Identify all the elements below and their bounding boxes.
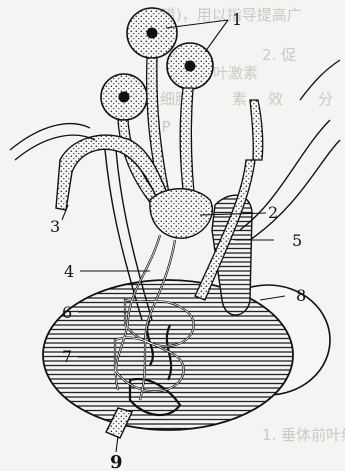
ghost-line-2: 2. 促 xyxy=(262,46,296,64)
callout-8: 8 xyxy=(296,286,306,305)
ghost-line-7: 效 xyxy=(268,90,283,108)
ghost-line-6: 素 xyxy=(232,90,247,108)
callout-6: 6 xyxy=(62,303,72,322)
outline-curve xyxy=(250,140,340,240)
median-eminence xyxy=(150,189,213,238)
nucleus xyxy=(185,61,196,72)
callout-9: 9 xyxy=(110,452,123,471)
ghost-line-1: (猎)，用以指导提高广 xyxy=(155,6,302,24)
nucleus xyxy=(119,92,130,103)
callout-2: 2 xyxy=(268,203,278,222)
ghost-line-8: 分 xyxy=(318,90,333,108)
callout-7: 7 xyxy=(62,347,72,366)
nucleus xyxy=(147,28,158,39)
callout-5: 5 xyxy=(292,231,302,250)
callout-4: 4 xyxy=(64,262,74,281)
ghost-line-13: 1. 垂体前叶细胞的形态 xyxy=(262,426,345,444)
callout-1: 1 xyxy=(232,10,242,29)
callout-3: 3 xyxy=(50,217,60,236)
